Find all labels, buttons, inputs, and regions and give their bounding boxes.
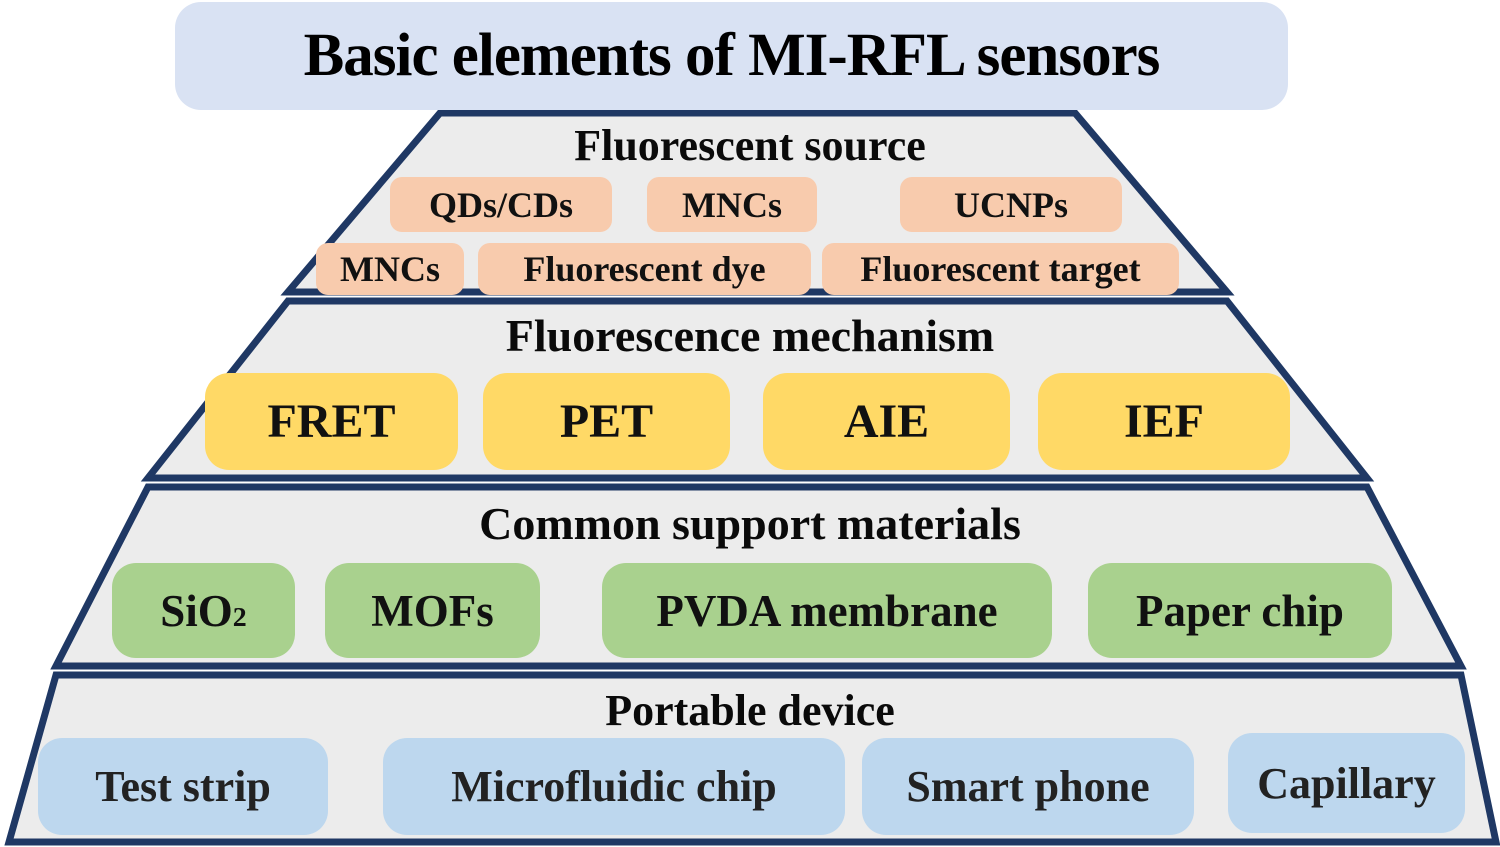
chip-mofs: MOFs bbox=[325, 563, 540, 658]
chip-pet: PET bbox=[483, 373, 730, 470]
chip-ief: IEF bbox=[1038, 373, 1290, 470]
chip-microfluidic-chip: Microfluidic chip bbox=[383, 738, 845, 835]
chip-smart-phone: Smart phone bbox=[862, 738, 1194, 835]
chip-test-strip: Test strip bbox=[38, 738, 328, 835]
tier4-heading: Portable device bbox=[605, 686, 895, 735]
chip-fluorescent-dye: Fluorescent dye bbox=[478, 243, 811, 295]
chip-ucnps: UCNPs bbox=[900, 177, 1122, 232]
tier3-heading: Common support materials bbox=[479, 498, 1021, 549]
chip-mncs-top: MNCs bbox=[647, 177, 817, 232]
chip-sio2-base: SiO bbox=[160, 585, 233, 636]
tier2-heading: Fluorescence mechanism bbox=[505, 310, 995, 361]
chip-pvda-membrane: PVDA membrane bbox=[602, 563, 1052, 658]
chip-aie: AIE bbox=[763, 373, 1010, 470]
chip-fret: FRET bbox=[205, 373, 458, 470]
tier1-heading: Fluorescent source bbox=[574, 121, 926, 170]
figure-title: Basic elements of MI-RFL sensors bbox=[175, 2, 1288, 110]
chip-mncs-bottom: MNCs bbox=[316, 243, 464, 295]
chip-paper-chip: Paper chip bbox=[1088, 563, 1392, 658]
chip-qds-cds: QDs/CDs bbox=[390, 177, 612, 232]
chip-fluorescent-target: Fluorescent target bbox=[822, 243, 1179, 295]
chip-capillary: Capillary bbox=[1228, 733, 1465, 833]
